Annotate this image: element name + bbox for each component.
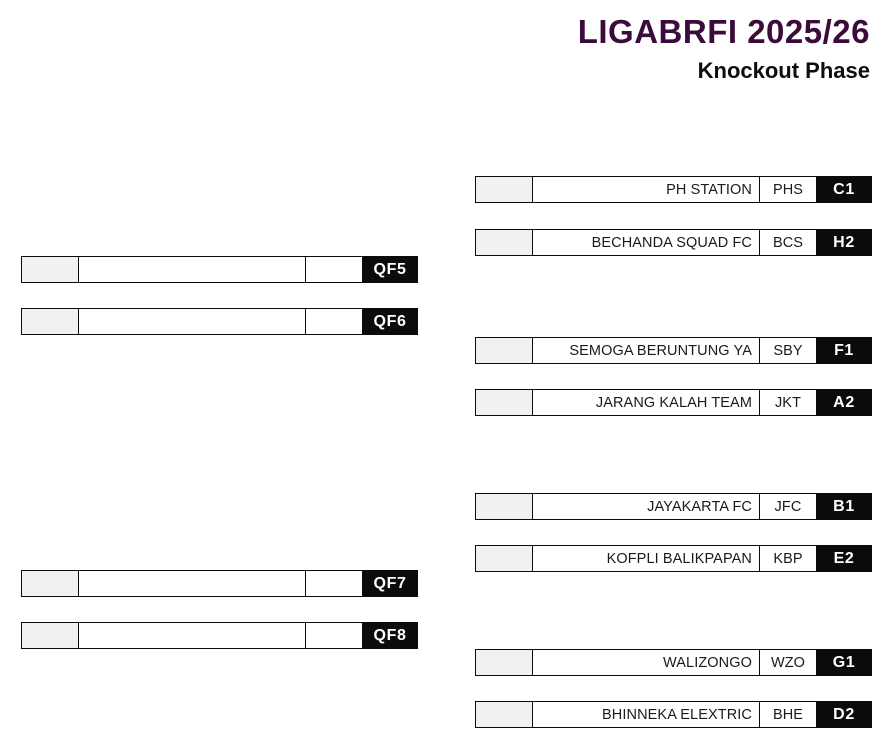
seed-badge: F1 xyxy=(816,337,872,364)
seed-badge: B1 xyxy=(816,493,872,520)
score-box[interactable] xyxy=(21,308,78,335)
match-row[interactable]: QF7 xyxy=(21,570,418,597)
team-name: JARANG KALAH TEAM xyxy=(532,389,759,416)
team-abbreviation xyxy=(305,570,362,597)
score-box[interactable] xyxy=(475,701,532,728)
score-box[interactable] xyxy=(21,256,78,283)
seed-badge: H2 xyxy=(816,229,872,256)
seed-badge: G1 xyxy=(816,649,872,676)
team-name: BECHANDA SQUAD FC xyxy=(532,229,759,256)
team-abbreviation: SBY xyxy=(759,337,816,364)
team-abbreviation: KBP xyxy=(759,545,816,572)
page-subtitle: Knockout Phase xyxy=(697,58,870,84)
team-abbreviation xyxy=(305,256,362,283)
page-title: LIGABRFI 2025/26 xyxy=(577,13,870,50)
team-abbreviation: JFC xyxy=(759,493,816,520)
team-name: WALIZONGO xyxy=(532,649,759,676)
team-abbreviation xyxy=(305,308,362,335)
team-abbreviation: BCS xyxy=(759,229,816,256)
team-abbreviation: WZO xyxy=(759,649,816,676)
seed-badge: QF7 xyxy=(362,570,418,597)
seed-badge: QF5 xyxy=(362,256,418,283)
score-box[interactable] xyxy=(475,649,532,676)
match-row[interactable]: QF6 xyxy=(21,308,418,335)
score-box[interactable] xyxy=(475,229,532,256)
score-box[interactable] xyxy=(475,545,532,572)
match-row[interactable]: QF5 xyxy=(21,256,418,283)
score-box[interactable] xyxy=(21,570,78,597)
seed-badge: QF8 xyxy=(362,622,418,649)
seed-badge: E2 xyxy=(816,545,872,572)
team-name xyxy=(78,308,305,335)
team-abbreviation xyxy=(305,622,362,649)
team-name: JAYAKARTA FC xyxy=(532,493,759,520)
team-abbreviation: JKT xyxy=(759,389,816,416)
score-box[interactable] xyxy=(475,176,532,203)
team-name: SEMOGA BERUNTUNG YA xyxy=(532,337,759,364)
seed-badge: D2 xyxy=(816,701,872,728)
score-box[interactable] xyxy=(475,389,532,416)
score-box[interactable] xyxy=(475,493,532,520)
seed-badge: QF6 xyxy=(362,308,418,335)
score-box[interactable] xyxy=(21,622,78,649)
team-abbreviation: PHS xyxy=(759,176,816,203)
team-name xyxy=(78,622,305,649)
team-name xyxy=(78,570,305,597)
team-name: KOFPLI BALIKPAPAN xyxy=(532,545,759,572)
seed-badge: A2 xyxy=(816,389,872,416)
team-name: BHINNEKA ELEXTRIC xyxy=(532,701,759,728)
seed-badge: C1 xyxy=(816,176,872,203)
team-name xyxy=(78,256,305,283)
team-name: PH STATION xyxy=(532,176,759,203)
score-box[interactable] xyxy=(475,337,532,364)
team-abbreviation: BHE xyxy=(759,701,816,728)
bracket-header: LIGABRFI 2025/26 Knockout Phase xyxy=(10,0,870,83)
match-row[interactable]: QF8 xyxy=(21,622,418,649)
